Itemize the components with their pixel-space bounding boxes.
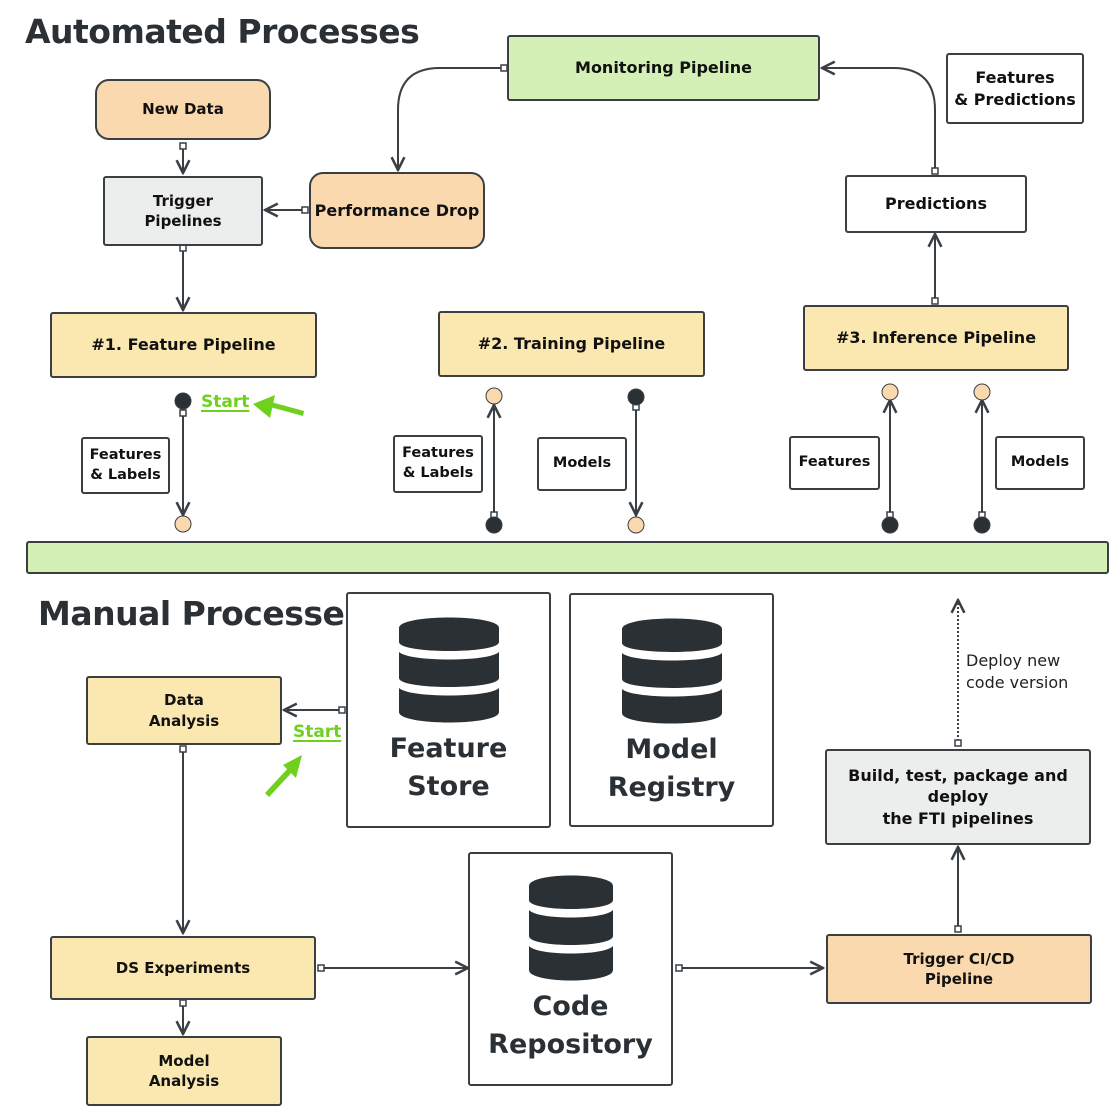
input-node: [174, 515, 192, 533]
model-registry-line2: Registry: [607, 771, 736, 803]
build-test-line1: Build, test, package and: [848, 765, 1068, 785]
database-icon: [621, 618, 722, 724]
model-registry-line1: Model: [625, 734, 718, 765]
features-predictions-line1: Features: [975, 67, 1055, 87]
input-node: [881, 383, 899, 401]
features-predictions-line2: & Predictions: [954, 89, 1076, 109]
deploy-note-line1: Deploy new: [966, 651, 1061, 670]
input-node: [973, 383, 991, 401]
port: [317, 964, 325, 972]
features-predictions-label-box: Features & Predictions: [946, 53, 1084, 124]
start-arrow-icon-bottom: [265, 755, 302, 797]
trigger-cicd-line1: Trigger CI/CD: [903, 949, 1015, 968]
feature-store-line1: Feature: [389, 733, 508, 764]
data-analysis-node[interactable]: Data Analysis: [86, 676, 282, 745]
port: [179, 745, 187, 753]
feature-pipeline-node[interactable]: #1. Feature Pipeline: [50, 312, 317, 378]
deploy-note-line2: code version: [966, 673, 1069, 693]
ds-experiments-node[interactable]: DS Experiments: [50, 936, 316, 1000]
database-icon: [398, 617, 499, 723]
model-analysis-node[interactable]: Model Analysis: [86, 1036, 282, 1106]
port: [338, 706, 346, 714]
model-registry-node[interactable]: Model Registry: [569, 593, 774, 827]
port: [931, 167, 939, 175]
ip-models-label-box: Models: [995, 436, 1085, 490]
model-analysis-line2: Analysis: [148, 1072, 220, 1090]
port: [675, 964, 683, 972]
build-test-line3: the FTI pipelines: [882, 808, 1034, 828]
trigger-cicd-node[interactable]: Trigger CI/CD Pipeline: [826, 934, 1092, 1004]
trigger-cicd-line2: Pipeline: [924, 970, 994, 988]
monitoring-pipeline-label: Monitoring Pipeline: [575, 58, 752, 78]
port: [954, 925, 962, 933]
trigger-pipelines-line2: Pipelines: [144, 212, 222, 230]
input-node: [485, 387, 503, 405]
new-data-label: New Data: [142, 100, 224, 119]
fp-output-line2: & Labels: [90, 466, 161, 483]
predictions-label: Predictions: [885, 194, 987, 214]
output-node: [973, 516, 991, 534]
output-node: [881, 516, 899, 534]
output-node: [485, 516, 503, 534]
ds-experiments-label: DS Experiments: [115, 958, 251, 977]
trigger-pipelines-line1: Trigger: [152, 191, 214, 210]
database-icon: [528, 875, 613, 981]
fp-output-label-box: Features & Labels: [81, 437, 170, 494]
monitoring-pipeline-node[interactable]: Monitoring Pipeline: [507, 35, 820, 101]
build-test-deploy-node[interactable]: Build, test, package and deploy the FTI …: [825, 749, 1091, 845]
inference-pipeline-node[interactable]: #3. Inference Pipeline: [803, 305, 1069, 371]
output-node: [174, 392, 192, 410]
data-analysis-line1: Data: [164, 691, 204, 710]
tp-output-label-box: Models: [537, 437, 627, 491]
fp-output-line1: Features: [89, 446, 162, 463]
inference-pipeline-label: #3. Inference Pipeline: [835, 328, 1037, 348]
code-repository-line2: Repository: [488, 1028, 653, 1060]
data-analysis-line2: Analysis: [148, 711, 220, 730]
feature-store-line2: Store: [407, 770, 490, 802]
training-pipeline-node[interactable]: #2. Training Pipeline: [438, 311, 705, 377]
build-test-line2: deploy: [927, 787, 989, 807]
trigger-pipelines-node[interactable]: Trigger Pipelines: [103, 176, 263, 246]
start-link-automated[interactable]: Start: [201, 392, 250, 412]
performance-drop-node[interactable]: Performance Drop: [309, 172, 485, 249]
input-node: [627, 516, 645, 534]
start-link-manual[interactable]: Start: [293, 722, 342, 742]
new-data-node[interactable]: New Data: [95, 79, 271, 140]
storage-bar: [26, 541, 1109, 574]
code-repository-node[interactable]: Code Repository: [468, 852, 673, 1086]
tp-input-line2: & Labels: [402, 465, 474, 481]
predictions-node[interactable]: Predictions: [845, 175, 1027, 233]
port: [954, 739, 962, 747]
manual-processes-title: Manual Processes: [38, 594, 364, 633]
feature-pipeline-label: #1. Feature Pipeline: [91, 335, 276, 355]
deploy-note: Deploy new code version: [966, 650, 1068, 695]
tp-input-line1: Features: [402, 445, 474, 462]
port: [179, 999, 187, 1007]
port: [179, 409, 187, 417]
edge-monitoring-perfdrop: [398, 67, 505, 170]
tp-input-label-box: Features & Labels: [393, 435, 483, 493]
ip-models-label: Models: [1010, 454, 1070, 471]
code-repository-line1: Code: [532, 991, 609, 1022]
performance-drop-label: Performance Drop: [314, 200, 480, 220]
edge-predictions-monitoring: [822, 68, 936, 170]
training-pipeline-label: #2. Training Pipeline: [477, 334, 666, 354]
feature-store-node[interactable]: Feature Store: [346, 592, 551, 828]
ip-features-label: Features: [798, 454, 871, 471]
automated-processes-title: Automated Processes: [25, 12, 420, 51]
port: [301, 206, 309, 214]
model-analysis-line1: Model: [158, 1051, 210, 1070]
tp-output-label: Models: [552, 455, 612, 472]
start-arrow-icon-top: [253, 395, 304, 418]
port: [179, 142, 187, 150]
port: [931, 297, 939, 305]
ip-features-label-box: Features: [789, 436, 880, 490]
output-node: [627, 388, 645, 406]
